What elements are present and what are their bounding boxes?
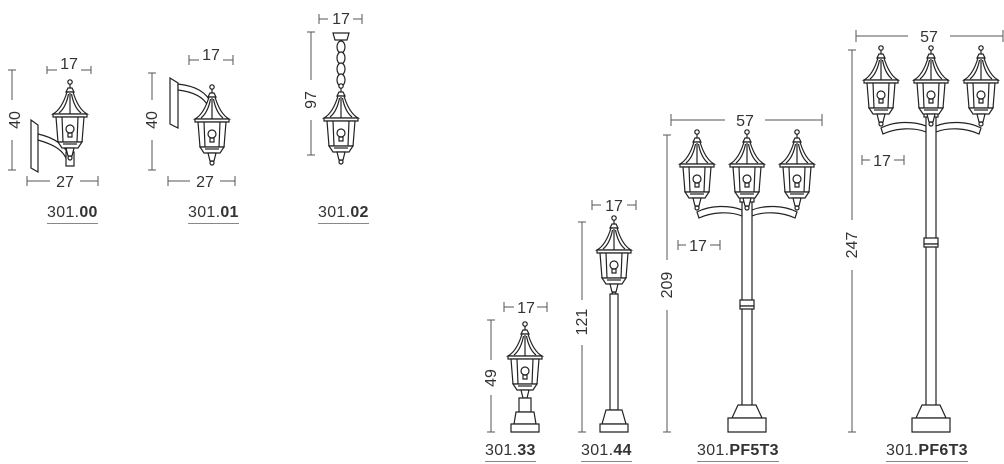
- code-suffix: 02: [350, 204, 369, 221]
- width-label: 17: [517, 300, 535, 317]
- code-prefix: 301.: [581, 442, 614, 459]
- product-code-301-44[interactable]: 301.44: [581, 442, 632, 462]
- code-prefix: 301.: [697, 442, 730, 459]
- drawing-301-00: 17 40 27: [7, 56, 98, 191]
- code-suffix: 33: [517, 442, 536, 459]
- overall-width-label: 57: [736, 113, 754, 130]
- product-code-301-01[interactable]: 301.01: [188, 204, 239, 224]
- product-code-301-02[interactable]: 301.02: [318, 204, 369, 224]
- code-prefix: 301.: [318, 204, 351, 221]
- drawing-301-pf5t3: 57 17 209: [659, 113, 822, 432]
- code-prefix: 301.: [886, 442, 919, 459]
- product-code-301-33[interactable]: 301.33: [485, 442, 536, 462]
- width-label: 17: [605, 198, 623, 215]
- product-code-301-pf5t3[interactable]: 301.PF5T3: [697, 442, 779, 462]
- width-label: 17: [60, 56, 78, 73]
- height-label: 247: [844, 232, 861, 259]
- height-label: 49: [483, 369, 500, 387]
- code-suffix: 01: [220, 204, 239, 221]
- drawing-301-02: 17 97: [303, 11, 362, 165]
- height-label: 40: [7, 111, 24, 129]
- code-suffix: PF6T3: [918, 442, 968, 459]
- depth-label: 27: [56, 174, 74, 191]
- code-suffix: 44: [613, 442, 632, 459]
- height-label: 97: [303, 91, 320, 109]
- lantern-width-label: 17: [873, 153, 891, 170]
- depth-label: 27: [196, 174, 214, 191]
- code-prefix: 301.: [485, 442, 518, 459]
- height-label: 209: [659, 272, 676, 299]
- height-label: 121: [574, 309, 591, 336]
- product-code-301-pf6t3[interactable]: 301.PF6T3: [886, 442, 968, 462]
- code-suffix: PF5T3: [729, 442, 779, 459]
- overall-width-label: 57: [920, 29, 938, 46]
- drawing-301-01: 17 40 27: [144, 47, 235, 191]
- drawing-301-pf6t3: 57 17 247: [844, 29, 1003, 432]
- code-prefix: 301.: [47, 204, 80, 221]
- lantern-width-label: 17: [689, 238, 707, 255]
- drawing-301-44: 17 121: [574, 198, 636, 432]
- code-prefix: 301.: [188, 204, 221, 221]
- drawing-301-33: 17 49: [483, 300, 547, 432]
- product-code-301-00[interactable]: 301.00: [47, 204, 98, 224]
- height-label: 40: [144, 111, 161, 129]
- code-suffix: 00: [79, 204, 98, 221]
- width-label: 17: [202, 47, 220, 64]
- width-label: 17: [332, 11, 350, 28]
